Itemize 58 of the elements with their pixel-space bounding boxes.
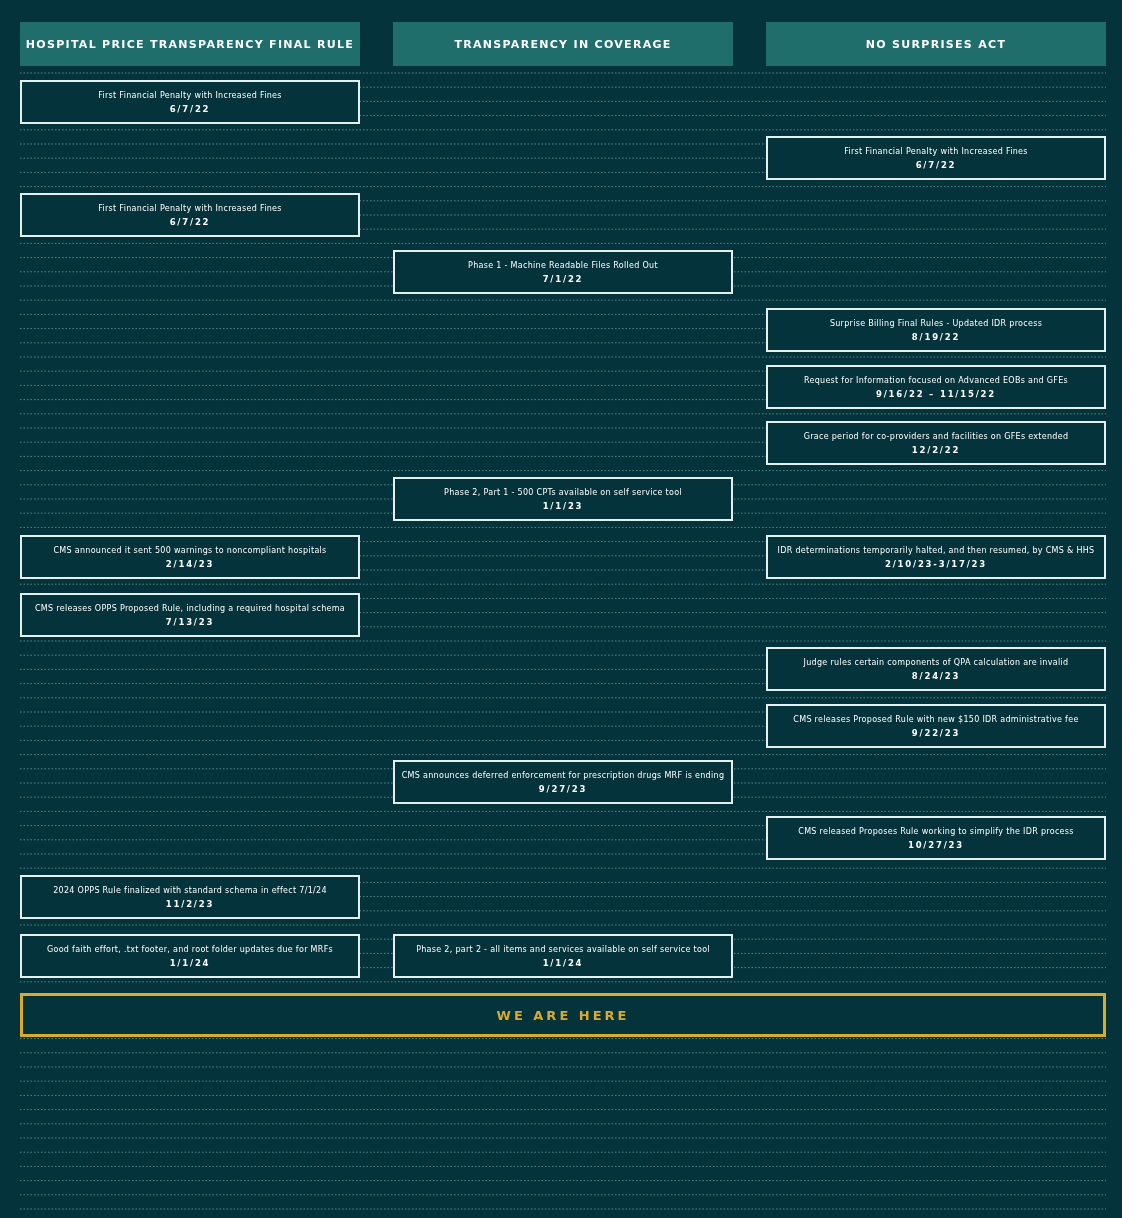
event-title: First Financial Penalty with Increased Fines: [98, 203, 282, 213]
event-card: [766, 647, 1106, 691]
event-card: [393, 934, 733, 978]
event-card: [20, 80, 360, 124]
event-date: 10/27/23: [907, 839, 965, 850]
event-title: CMS released Proposes Rule working to simplify the IDR process: [798, 826, 1074, 836]
event-card: [766, 421, 1106, 465]
event-date: 6/7/22: [169, 103, 211, 114]
event-card: [20, 875, 360, 919]
event-title: CMS announced it sent 500 warnings to noncompliant hospitals: [53, 545, 327, 555]
event-date: 12/2/22: [911, 444, 961, 455]
event-card: [766, 136, 1106, 180]
event-date: 7/13/23: [165, 616, 215, 627]
column-header: HOSPITAL PRICE TRANSPARENCY FINAL RULE: [20, 22, 360, 66]
event-title: CMS releases Proposed Rule with new $150 IDR administrative fee: [793, 714, 1079, 724]
event-card: [393, 477, 733, 521]
event-title: Phase 1 - Machine Readable Files Rolled Out: [468, 260, 658, 270]
event-date: 7/1/22: [542, 273, 584, 284]
event-date: 8/24/23: [911, 670, 961, 681]
event-card: [20, 934, 360, 978]
event-card: [766, 308, 1106, 352]
event-card: [766, 535, 1106, 579]
event-card: [20, 193, 360, 237]
event-card: [20, 535, 360, 579]
event-card: [766, 816, 1106, 860]
event-title: Phase 2, Part 1 - 500 CPTs available on self service tool: [444, 487, 682, 497]
event-date: 11/2/23: [165, 898, 215, 909]
event-date: 6/7/22: [169, 216, 211, 227]
event-title: Judge rules certain components of QPA calculation are invalid: [803, 657, 1069, 667]
event-date: 1/1/24: [542, 957, 584, 968]
event-date: 2/14/23: [165, 558, 215, 569]
column-header: TRANSPARENCY IN COVERAGE: [393, 22, 733, 66]
event-date: 9/22/23: [911, 727, 961, 738]
event-title: IDR determinations temporarily halted, and then resumed, by CMS & HHS: [777, 545, 1095, 555]
event-card: [766, 365, 1106, 409]
event-title: CMS releases OPPS Proposed Rule, including a required hospital schema: [34, 603, 346, 613]
event-title: Surprise Billing Final Rules - Updated IDR process: [829, 318, 1043, 328]
event-title: 2024 OPPS Rule finalized with standard schema in effect 7/1/24: [53, 885, 327, 895]
event-title: Request for Information focused on Advanced EOBs and GFEs: [803, 375, 1069, 385]
column-header: NO SURPRISES ACT: [766, 22, 1106, 66]
event-date: 8/19/22: [911, 331, 961, 342]
event-date: 1/1/23: [542, 500, 584, 511]
event-date: 9/27/23: [538, 783, 588, 794]
event-date: 6/7/22: [915, 159, 957, 170]
event-card: [393, 250, 733, 294]
event-title: First Financial Penalty with Increased Fines: [98, 90, 282, 100]
event-card: [766, 704, 1106, 748]
event-date: 1/1/24: [169, 957, 211, 968]
event-title: Phase 2, part 2 - all items and services available on self service tool: [416, 944, 710, 954]
event-date: 9/16/22 – 11/15/22: [875, 388, 996, 399]
event-card: [393, 760, 733, 804]
event-card: [20, 593, 360, 637]
event-title: Good faith effort, .txt footer, and root folder updates due for MRFs: [47, 944, 333, 954]
event-title: Grace period for co-providers and facilities on GFEs extended: [803, 431, 1069, 441]
current-position-banner: WE ARE HERE: [20, 993, 1106, 1037]
event-date: 2/10/23-3/17/23: [884, 558, 988, 569]
event-title: CMS announces deferred enforcement for prescription drugs MRF is ending: [401, 770, 725, 780]
event-title: First Financial Penalty with Increased Fines: [844, 146, 1028, 156]
